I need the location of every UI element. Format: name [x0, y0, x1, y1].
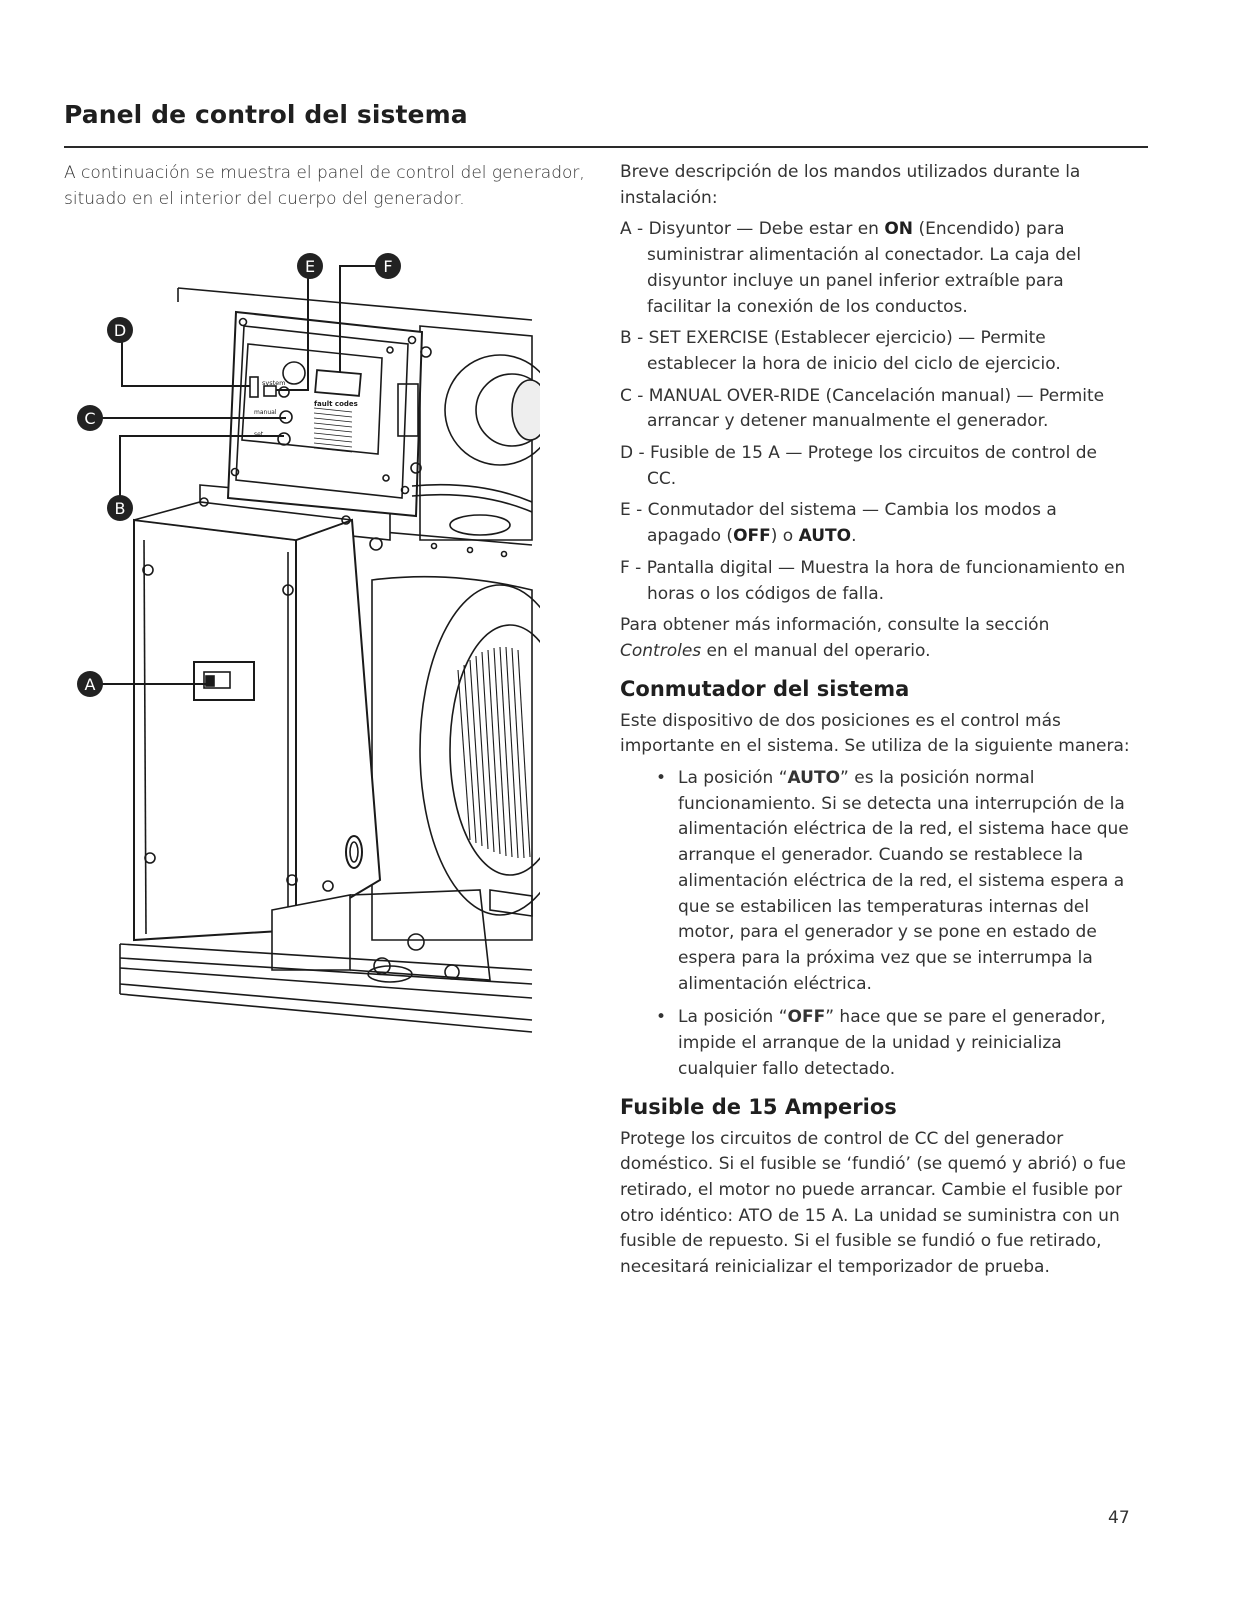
control-panel-figure: A B C D E F system manual set fault code… — [77, 253, 540, 1033]
fuse-text: Protege los circuitos de control de CC d… — [620, 1128, 1126, 1278]
legend-item-d: D - Fusible de 15 A — Protege los circui… — [620, 443, 1097, 489]
legend-item-f: F - Pantalla digital — Muestra la hora d… — [620, 557, 1126, 604]
list-item: •La posición “AUTO” es la posición norma… — [656, 768, 1129, 994]
system-switch-heading: Conmutador del sistema — [620, 676, 910, 701]
svg-text:C: C — [84, 409, 95, 428]
callout-b: B — [107, 495, 133, 521]
callout-a: A — [77, 671, 103, 697]
callout-f: F — [375, 253, 401, 279]
svg-text:B: B — [115, 499, 126, 518]
more-info-text: Para obtener más información, consulte l… — [620, 615, 1050, 661]
intro-text: A continuación se muestra el panel de co… — [64, 163, 585, 209]
bullet-icon: • — [656, 768, 667, 789]
svg-text:D: D — [114, 321, 126, 340]
page-title: Panel de control del sistema — [64, 100, 468, 129]
legend-item-b: B - SET EXERCISE (Establecer ejercicio) … — [620, 328, 1061, 374]
legend-item-a: A - Disyuntor — Debe estar en ON (Encend… — [620, 219, 1082, 317]
svg-text:F: F — [383, 257, 392, 276]
svg-text:A: A — [85, 675, 96, 694]
callout-c: C — [77, 405, 103, 431]
svg-text:E: E — [305, 257, 315, 276]
system-switch-intro: Este dispositivo de dos posiciones es el… — [620, 710, 1130, 757]
panel-label-manual: manual — [254, 409, 277, 416]
description-intro: Breve descripción de los mandos utilizad… — [620, 162, 1081, 208]
fuse-heading: Fusible de 15 Amperios — [620, 1094, 897, 1119]
system-switch-list: •La posición “AUTO” es la posición norma… — [620, 766, 1130, 1082]
list-item: •La posición “OFF” hace que se pare el g… — [656, 1007, 1106, 1079]
legend-item-e: E - Conmutador del sistema — Cambia los … — [620, 500, 1057, 547]
panel-label-set: set — [254, 431, 264, 438]
legend-item-c: C - MANUAL OVER-RIDE (Cancelación manual… — [620, 385, 1105, 432]
bullet-icon: • — [656, 1007, 667, 1028]
description-column: Breve descripción de los mandos utilizad… — [620, 160, 1130, 1287]
panel-label-fault-codes: fault codes — [314, 400, 358, 408]
callout-d: D — [107, 317, 133, 343]
title-rule — [64, 146, 1148, 148]
page-number: 47 — [1108, 1508, 1130, 1528]
callout-e: E — [297, 253, 323, 279]
panel-label-system: system — [262, 379, 286, 387]
